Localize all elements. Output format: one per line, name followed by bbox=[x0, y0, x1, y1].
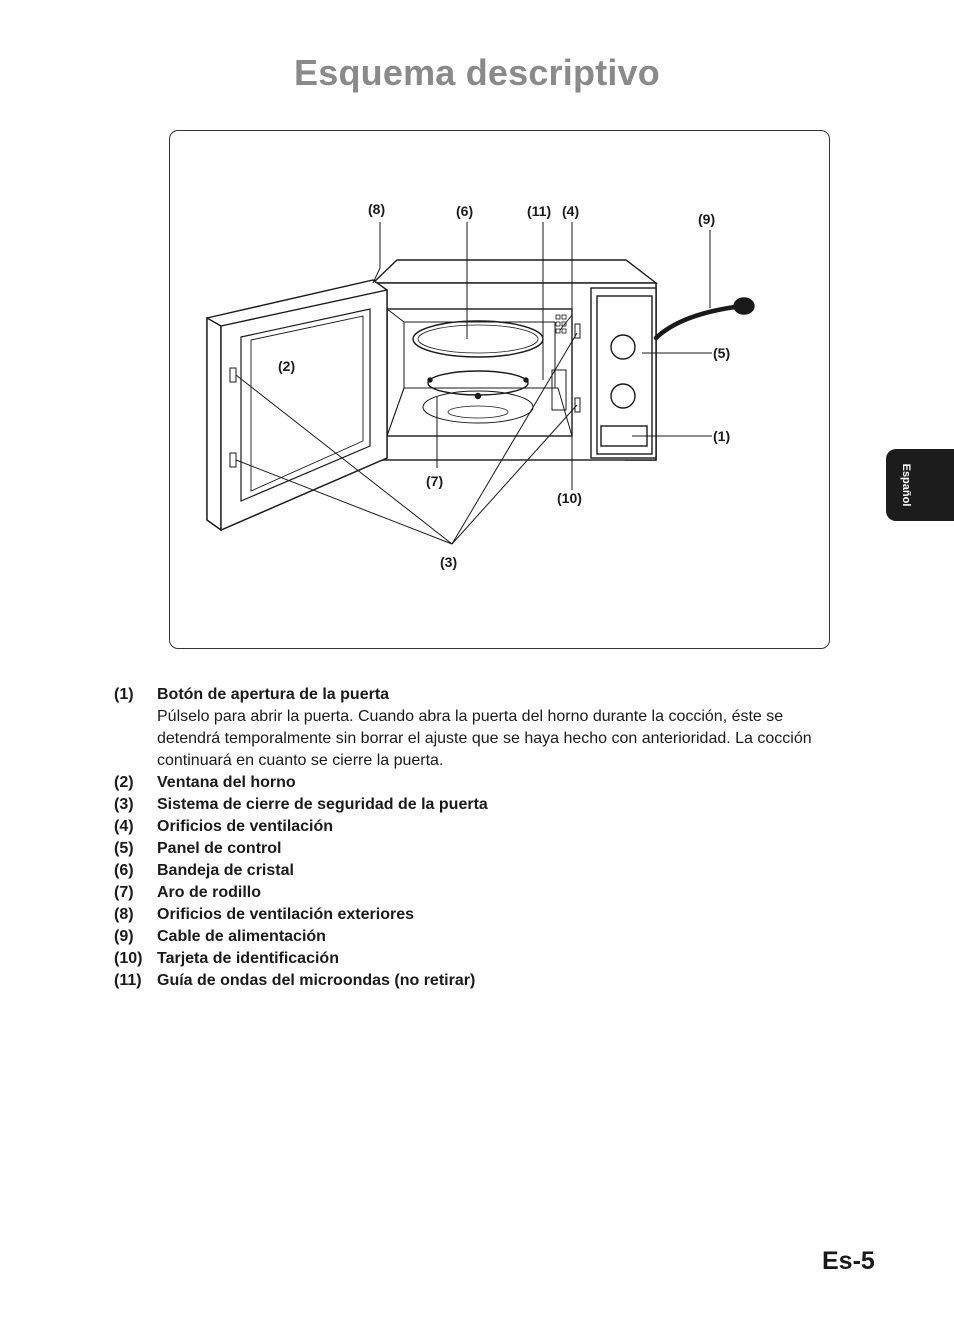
vent-holes-icon bbox=[555, 314, 567, 334]
callout-3: (3) bbox=[440, 554, 457, 570]
callout-5: (5) bbox=[713, 345, 730, 361]
legend-item: (2) Ventana del horno bbox=[114, 774, 296, 791]
legend-item: (11) Guía de ondas del microondas (no re… bbox=[114, 972, 476, 989]
oven-window bbox=[240, 308, 371, 502]
legend-item: (10) Tarjeta de identificación bbox=[114, 950, 339, 967]
callout-4: (4) bbox=[562, 203, 579, 219]
legend-item: (7) Aro de rodillo bbox=[114, 884, 261, 901]
legend-item: (5) Panel de control bbox=[114, 840, 282, 857]
page-title: Esquema descriptivo bbox=[294, 52, 660, 93]
callout-10: (10) bbox=[557, 490, 582, 506]
callout-9: (9) bbox=[698, 211, 715, 227]
legend-item: (4) Orificios de ventilación bbox=[114, 818, 334, 835]
diagram-frame bbox=[169, 130, 830, 649]
waveguide bbox=[551, 369, 567, 411]
cabinet-top bbox=[371, 259, 659, 284]
legend-item: (3) Sistema de cierre de seguridad de la… bbox=[114, 796, 488, 813]
language-tab-label: Español bbox=[900, 463, 912, 507]
language-tab: Español bbox=[886, 449, 954, 521]
callout-6: (6) bbox=[456, 203, 473, 219]
power-cord bbox=[653, 304, 738, 341]
control-panel bbox=[590, 287, 657, 459]
page-number: Es-5 bbox=[822, 1247, 875, 1275]
callout-2: (2) bbox=[278, 358, 295, 374]
legend-item: (9) Cable de alimentación bbox=[114, 928, 326, 945]
legend-item: (8) Orificios de ventilación exteriores bbox=[114, 906, 414, 923]
callout-1: (1) bbox=[713, 428, 730, 444]
control-knob-icon bbox=[610, 383, 636, 409]
control-knob-icon bbox=[610, 334, 636, 360]
callout-11: (11) bbox=[527, 203, 551, 219]
safety-latch-slot bbox=[574, 323, 581, 339]
legend-item: (6) Bandeja de cristal bbox=[114, 862, 294, 879]
safety-latch-slot bbox=[574, 397, 581, 413]
callout-7: (7) bbox=[426, 473, 443, 489]
microwave-diagram: (8) (6) (11) (4) (9) (2) (5) (1) (7) (10… bbox=[206, 201, 755, 570]
plug-icon bbox=[733, 297, 755, 315]
callout-8: (8) bbox=[368, 201, 385, 217]
